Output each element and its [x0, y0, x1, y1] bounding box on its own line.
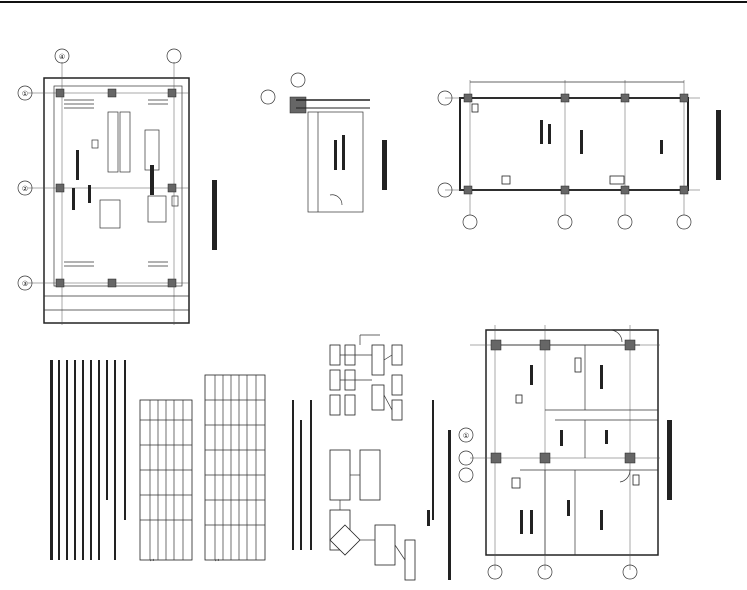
table-two: 1	[204, 374, 312, 562]
grid-bubble-label: ①	[463, 432, 469, 440]
grid-bubble-label: ①	[22, 90, 28, 98]
plan-two	[437, 80, 721, 230]
plan-one-grid-bubbles: ① ② ③ ④	[17, 48, 182, 291]
grid-bubble-label: ②	[22, 185, 28, 193]
row-number: 1	[150, 558, 156, 561]
plan-three: ①	[448, 325, 672, 580]
grid-bubble-label: ④	[59, 53, 65, 61]
grid-bubble-label: ③	[22, 280, 28, 288]
row-number: 1	[215, 558, 221, 561]
table-one-row-numbers: 1	[150, 558, 156, 561]
table-one: 1	[139, 399, 193, 562]
detail-section	[260, 72, 387, 213]
plan-three-grid-bubbles: ①	[463, 432, 469, 440]
notes-block	[50, 360, 126, 560]
plan-one: ① ② ③ ④	[17, 48, 217, 325]
flowchart	[329, 334, 434, 581]
